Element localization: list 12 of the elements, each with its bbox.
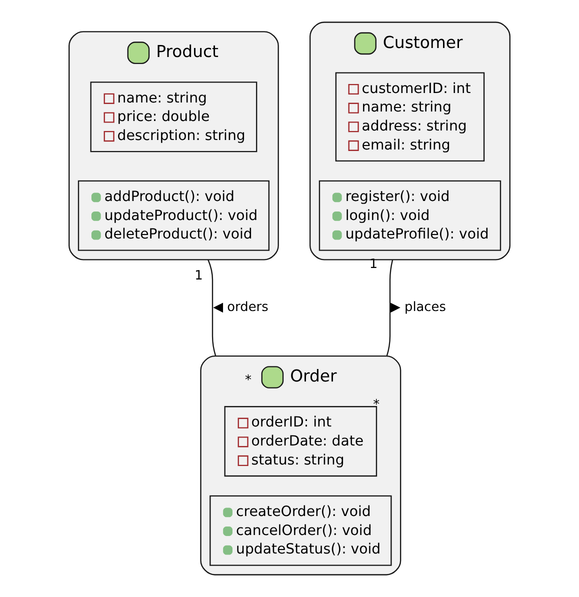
- node-box: addProduct(): void updateProduct(): void deleteProduct(): void: [78, 180, 270, 251]
- node-box: createOrder(): void cancelOrder(): void updateStatus(): void: [210, 495, 392, 566]
- connector: [208, 259, 216, 356]
- node-box: orderID: int orderDate: date status: string: [224, 406, 378, 477]
- label: 1: [194, 268, 203, 284]
- connector: [386, 260, 394, 356]
- node-box: name: string price: double description: string: [90, 82, 258, 152]
- node-box: customerID: int name: string address: string email: string: [335, 72, 485, 162]
- node-box: register(): void login(): void updateProfile(): void: [318, 180, 502, 251]
- edge-label: ◀ orders: [213, 300, 268, 316]
- label: *: [245, 373, 252, 388]
- edge-label: ▶ places: [390, 300, 446, 316]
